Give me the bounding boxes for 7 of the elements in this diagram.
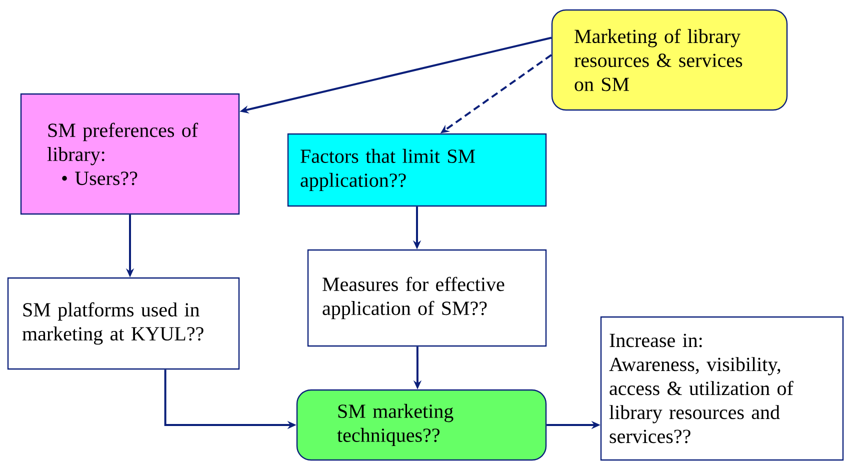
rounded-box: Marketing of library resources & services on SM — [551, 9, 788, 111]
process-box: Measures for effective application of SM?? — [307, 249, 547, 347]
process-box: SM preferences of library: • Users?? — [20, 93, 240, 215]
process-box: Factors that limit SM application?? — [287, 133, 547, 207]
rounded-box: SM marketing techniques?? — [296, 389, 547, 461]
process-box: SM platforms used in marketing at KYUL?? — [7, 277, 240, 370]
process-box: Increase in: Awareness, visibility, access & utilization of library resources and services?? — [600, 316, 844, 461]
